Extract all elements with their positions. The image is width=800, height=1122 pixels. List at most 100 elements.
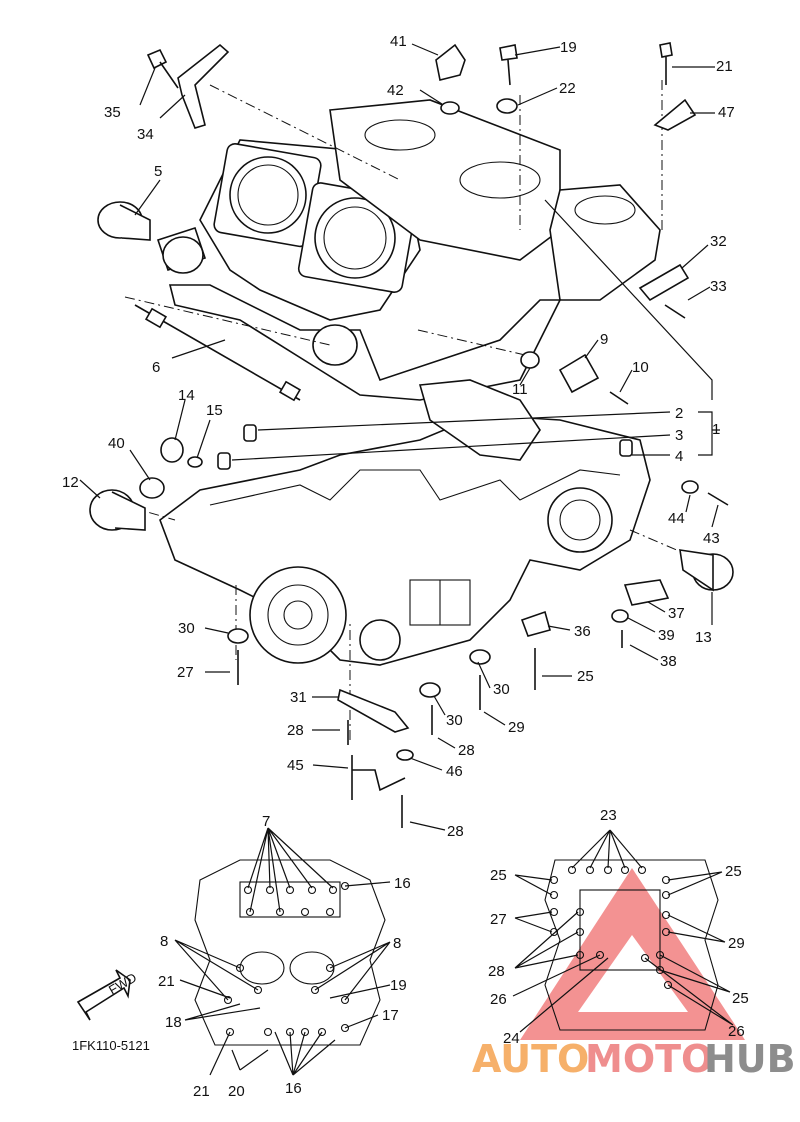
bolt-hole: [317, 1027, 327, 1037]
callout-23: 23: [600, 807, 617, 824]
leader-14: [174, 399, 186, 441]
callout-6: 6: [152, 359, 160, 376]
leader-30b: [477, 661, 491, 689]
bolt-hole: [575, 950, 585, 960]
callout-43: 43: [703, 530, 720, 547]
callout-35: 35: [104, 104, 121, 121]
bolt-hole: [253, 985, 263, 995]
leader-26a: [512, 954, 601, 997]
bolt-hole: [275, 907, 285, 917]
bolt-hole: [637, 865, 647, 875]
lower-mount-boss: [359, 619, 401, 661]
callout-37: 37: [668, 605, 685, 622]
callout-11: 11: [512, 381, 528, 398]
callout-7: 7: [262, 813, 270, 830]
callout-38: 38: [660, 653, 677, 670]
callout-22: 22: [559, 80, 576, 97]
callout-18: 18: [165, 1014, 182, 1031]
callout-25-pattern-c: 25: [732, 990, 749, 1007]
callout-25: 25: [577, 668, 594, 685]
part-15-o-ring: [187, 456, 203, 468]
callout-26-pattern-b: 26: [728, 1023, 745, 1040]
bolt-hole: [243, 885, 253, 895]
part-34-bracket: [177, 43, 230, 129]
bolt-hole: [663, 980, 673, 990]
part-44-washer: [681, 480, 699, 494]
leader-35: [139, 67, 156, 106]
callout-32: 32: [710, 233, 727, 250]
leader-8b-fan: [314, 941, 391, 1001]
bolt-hole: [640, 953, 650, 963]
housing-stub-left-end: [162, 236, 204, 274]
leader-8a-fan: [174, 939, 259, 1001]
part-42-o-ring: [440, 101, 460, 115]
rear-port-1: [364, 119, 436, 151]
callout-24: 24: [503, 1030, 520, 1047]
callout-12: 12: [62, 474, 79, 491]
callout-1: 1: [712, 421, 720, 438]
callout-30-b: 30: [493, 681, 510, 698]
bolt-hole: [585, 865, 595, 875]
bolt-hole: [549, 927, 559, 937]
flywheel-cover-boss: [249, 566, 347, 664]
callout-19: 19: [560, 39, 577, 56]
bolt-hole: [223, 995, 233, 1005]
part-11-plug: [520, 351, 540, 369]
part-14-plug: [160, 437, 184, 463]
bolt-hole: [661, 875, 671, 885]
callout-10: 10: [632, 359, 649, 376]
leader-25a-fan: [514, 874, 553, 896]
leader-28d-fan: [514, 911, 579, 969]
leader-26b-fan: [644, 957, 734, 1026]
fwd-arrow: FWD: [76, 969, 139, 1021]
callout-39: 39: [658, 627, 675, 644]
flywheel-cover-boss-hole: [283, 600, 313, 630]
watermark-triangle: [520, 868, 745, 1040]
part-43-bolt: [707, 492, 729, 506]
leader-10: [619, 369, 633, 393]
callout-19-pattern: 19: [390, 977, 407, 994]
leader-21c: [209, 1031, 231, 1076]
bolt-hole: [620, 865, 630, 875]
callout-25-pattern-a: 25: [490, 867, 507, 884]
cylinder-bore-1-inner: [237, 164, 299, 226]
part-12-seal-body: [111, 491, 146, 531]
leader-29b-fan: [667, 914, 726, 943]
callout-47: 47: [718, 104, 735, 121]
callout-31: 31: [290, 689, 307, 706]
leader-30a: [204, 627, 229, 634]
bolt-hole: [245, 907, 255, 917]
callout-42: 42: [387, 82, 404, 99]
part-10-screw: [609, 391, 629, 405]
part-5-seal-body: [119, 204, 151, 241]
callout-28-c: 28: [447, 823, 464, 840]
axis-line-bracket: [209, 84, 401, 181]
rear-port-2: [459, 161, 541, 199]
bolt-pattern-left-upper-frame: [239, 881, 341, 918]
bolt-hole: [661, 890, 671, 900]
leader-lines: [79, 43, 734, 1076]
bolt-pattern-left-bore-2: [289, 951, 335, 985]
callout-30-a: 30: [178, 620, 195, 637]
leader-37: [647, 601, 666, 613]
callout-26-pattern-a: 26: [490, 991, 507, 1008]
part-46-o-ring: [396, 749, 414, 761]
callout-41: 41: [390, 33, 407, 50]
callout-27: 27: [177, 664, 194, 681]
watermark-triangle-shape: [520, 868, 745, 1040]
part-35-bolt: [146, 48, 179, 89]
leader-25c-fan: [659, 954, 731, 993]
callout-46: 46: [446, 763, 463, 780]
callout-20: 20: [228, 1083, 245, 1100]
part-37-bracket: [623, 579, 670, 606]
callout-8-right: 8: [393, 935, 401, 952]
part-13-seal-body: [679, 549, 714, 592]
leader-5: [134, 179, 161, 216]
part-33-bolt: [664, 304, 686, 319]
callout-29: 29: [508, 719, 525, 736]
callout-45: 45: [287, 757, 304, 774]
part-31-bracket: [337, 688, 410, 733]
bolt-hole: [575, 927, 585, 937]
bolt-pattern-left-outline: [194, 859, 386, 1046]
